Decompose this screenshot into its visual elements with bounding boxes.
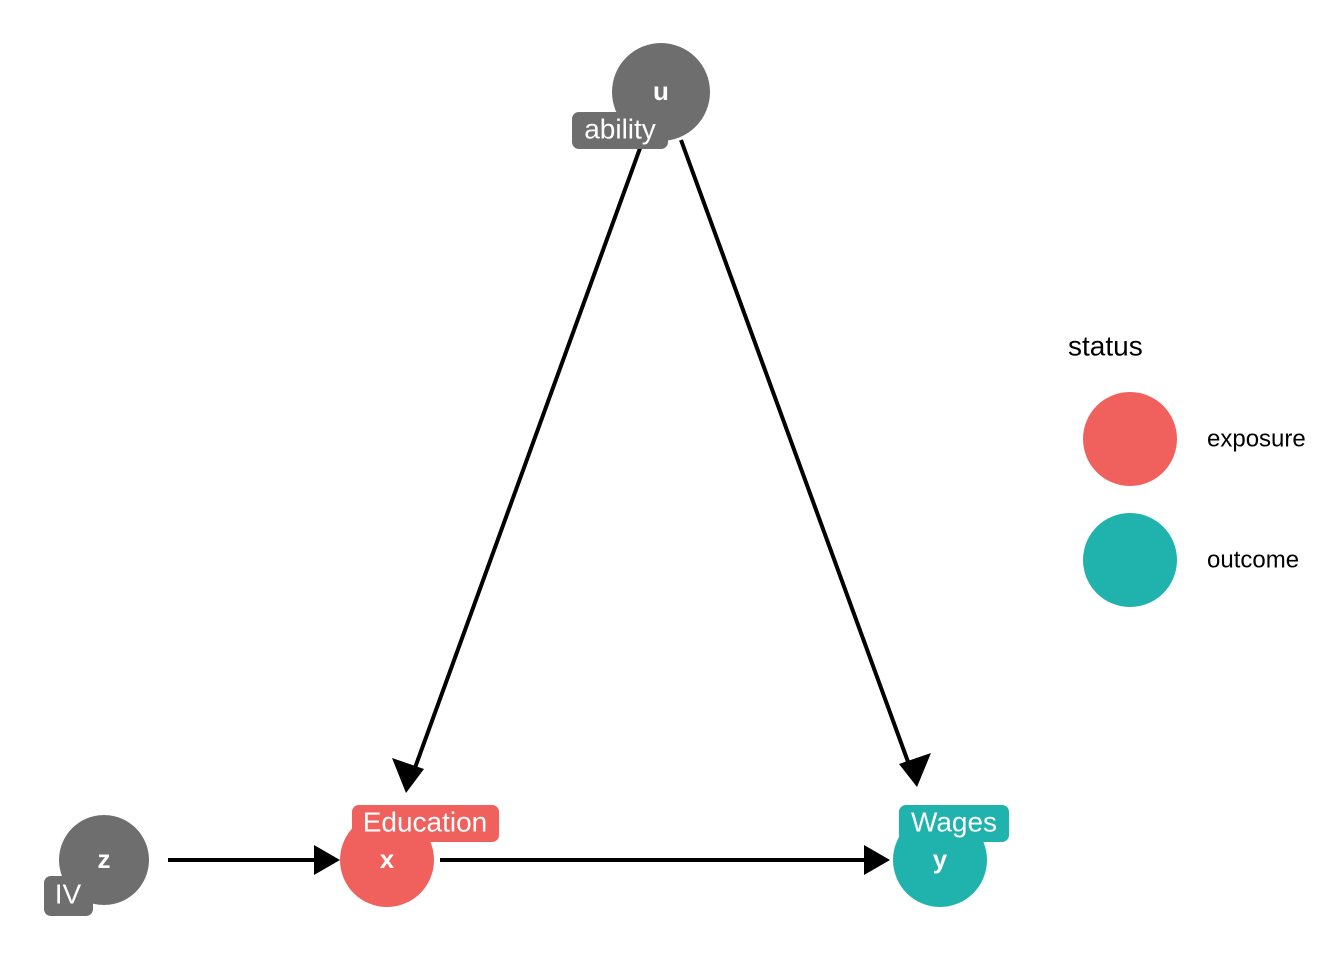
legend-label-outcome: outcome: [1207, 546, 1299, 573]
node-y-var-label: y: [933, 844, 948, 874]
legend-label-exposure: exposure: [1207, 425, 1306, 452]
node-label-education-text: Education: [363, 806, 488, 837]
node-label-education[interactable]: Education: [352, 805, 499, 842]
node-label-iv[interactable]: IV: [44, 876, 93, 916]
legend: status exposure outcome: [1068, 330, 1306, 607]
node-label-iv-box[interactable]: [44, 876, 93, 916]
node-label-ability[interactable]: ability: [572, 112, 668, 149]
edge-z-to-x: [168, 845, 340, 875]
node-x-var-label: x: [380, 844, 395, 874]
edge-u-to-x: [392, 139, 645, 793]
edge-u-to-y: [679, 139, 931, 787]
edge-layer: [168, 139, 931, 875]
edge-u-to-x-line: [410, 139, 645, 777]
node-u-var-label: u: [653, 76, 669, 106]
node-label-wages-box[interactable]: [899, 805, 1009, 842]
node-label-layer: ability IV Education Wages: [44, 112, 1009, 916]
legend-item-outcome[interactable]: outcome: [1083, 513, 1299, 607]
edge-u-to-y-arrowhead: [899, 753, 931, 787]
edge-u-to-x-arrowhead: [392, 758, 424, 793]
legend-item-exposure[interactable]: exposure: [1083, 392, 1306, 486]
edge-u-to-y-line: [679, 139, 913, 771]
edge-x-to-y: [440, 845, 890, 875]
edge-z-to-x-arrowhead: [314, 845, 340, 875]
node-label-wages[interactable]: Wages: [899, 805, 1009, 842]
edge-x-to-y-arrowhead: [864, 845, 890, 875]
node-label-iv-text: IV: [55, 878, 82, 909]
node-label-wages-text: Wages: [911, 806, 997, 837]
legend-swatch-outcome[interactable]: [1083, 513, 1177, 607]
legend-swatch-exposure[interactable]: [1083, 392, 1177, 486]
legend-title: status: [1068, 330, 1143, 361]
node-label-ability-text: ability: [584, 113, 656, 144]
node-label-education-box[interactable]: [352, 805, 499, 842]
node-z-var-label: z: [98, 844, 111, 874]
node-label-ability-box[interactable]: [572, 112, 668, 149]
